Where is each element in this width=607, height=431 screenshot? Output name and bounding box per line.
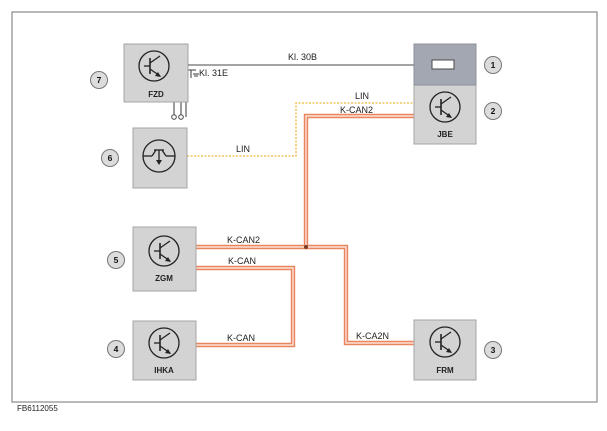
label-kl30b: Kl. 30B <box>288 52 317 62</box>
wire-kcan-bus <box>196 113 414 348</box>
callout-4: 4 <box>107 340 125 358</box>
callout-6: 6 <box>101 149 119 167</box>
fuse-box <box>413 43 477 86</box>
module-box <box>132 320 197 381</box>
module-box <box>413 319 477 381</box>
module-fzd: FZD 7 <box>90 43 189 103</box>
module-name: ZGM <box>155 274 173 283</box>
callout-number: 7 <box>97 75 102 85</box>
module-frm: FRM 3 <box>413 319 502 381</box>
callout-3: 3 <box>484 341 502 359</box>
label-kcan2-jbe: K-CAN2 <box>340 105 373 115</box>
callout-7: 7 <box>90 71 108 89</box>
label-kcan2-zgm: K-CAN2 <box>227 235 260 245</box>
label-kca2n-frm: K-CA2N <box>356 331 389 341</box>
module-fuse: 1 <box>484 56 502 74</box>
callout-1: 1 <box>484 56 502 74</box>
callout-2: 2 <box>484 102 502 120</box>
callout-5: 5 <box>107 251 125 269</box>
callout-number: 5 <box>114 255 119 265</box>
label-lin-jbe: LIN <box>355 91 369 101</box>
label-kl31e: Kl. 31E <box>199 68 228 78</box>
module-name: JBE <box>437 130 453 139</box>
wire-lin <box>187 102 414 157</box>
module-zgm: ZGM 5 <box>107 226 197 292</box>
module-jbe: JBE 2 <box>413 84 502 145</box>
label-lin-sensor: LIN <box>236 144 250 154</box>
figure-id: FB6112055 <box>17 404 58 413</box>
callout-number: 2 <box>491 106 496 116</box>
fuse-icon <box>431 59 455 70</box>
module-name: IHKA <box>154 366 174 375</box>
callout-number: 3 <box>491 345 496 355</box>
module-box <box>132 127 188 189</box>
label-kcan-ihka: K-CAN <box>227 333 255 343</box>
module-box <box>413 84 477 145</box>
module-box <box>132 226 197 292</box>
wire-labels: Kl. 30B Kl. 31E LIN K-CAN2 LIN K-CAN2 K-… <box>199 52 389 343</box>
label-kcan-zgm: K-CAN <box>228 256 256 266</box>
module-name: FRM <box>436 366 454 375</box>
module-sensor: 6 <box>101 127 188 189</box>
callout-number: 1 <box>491 60 496 70</box>
sensor-icon <box>142 139 176 173</box>
callout-number: 6 <box>108 153 113 163</box>
module-name: FZD <box>148 90 164 99</box>
callout-number: 4 <box>114 344 119 354</box>
module-ihka: IHKA 4 <box>107 320 197 381</box>
